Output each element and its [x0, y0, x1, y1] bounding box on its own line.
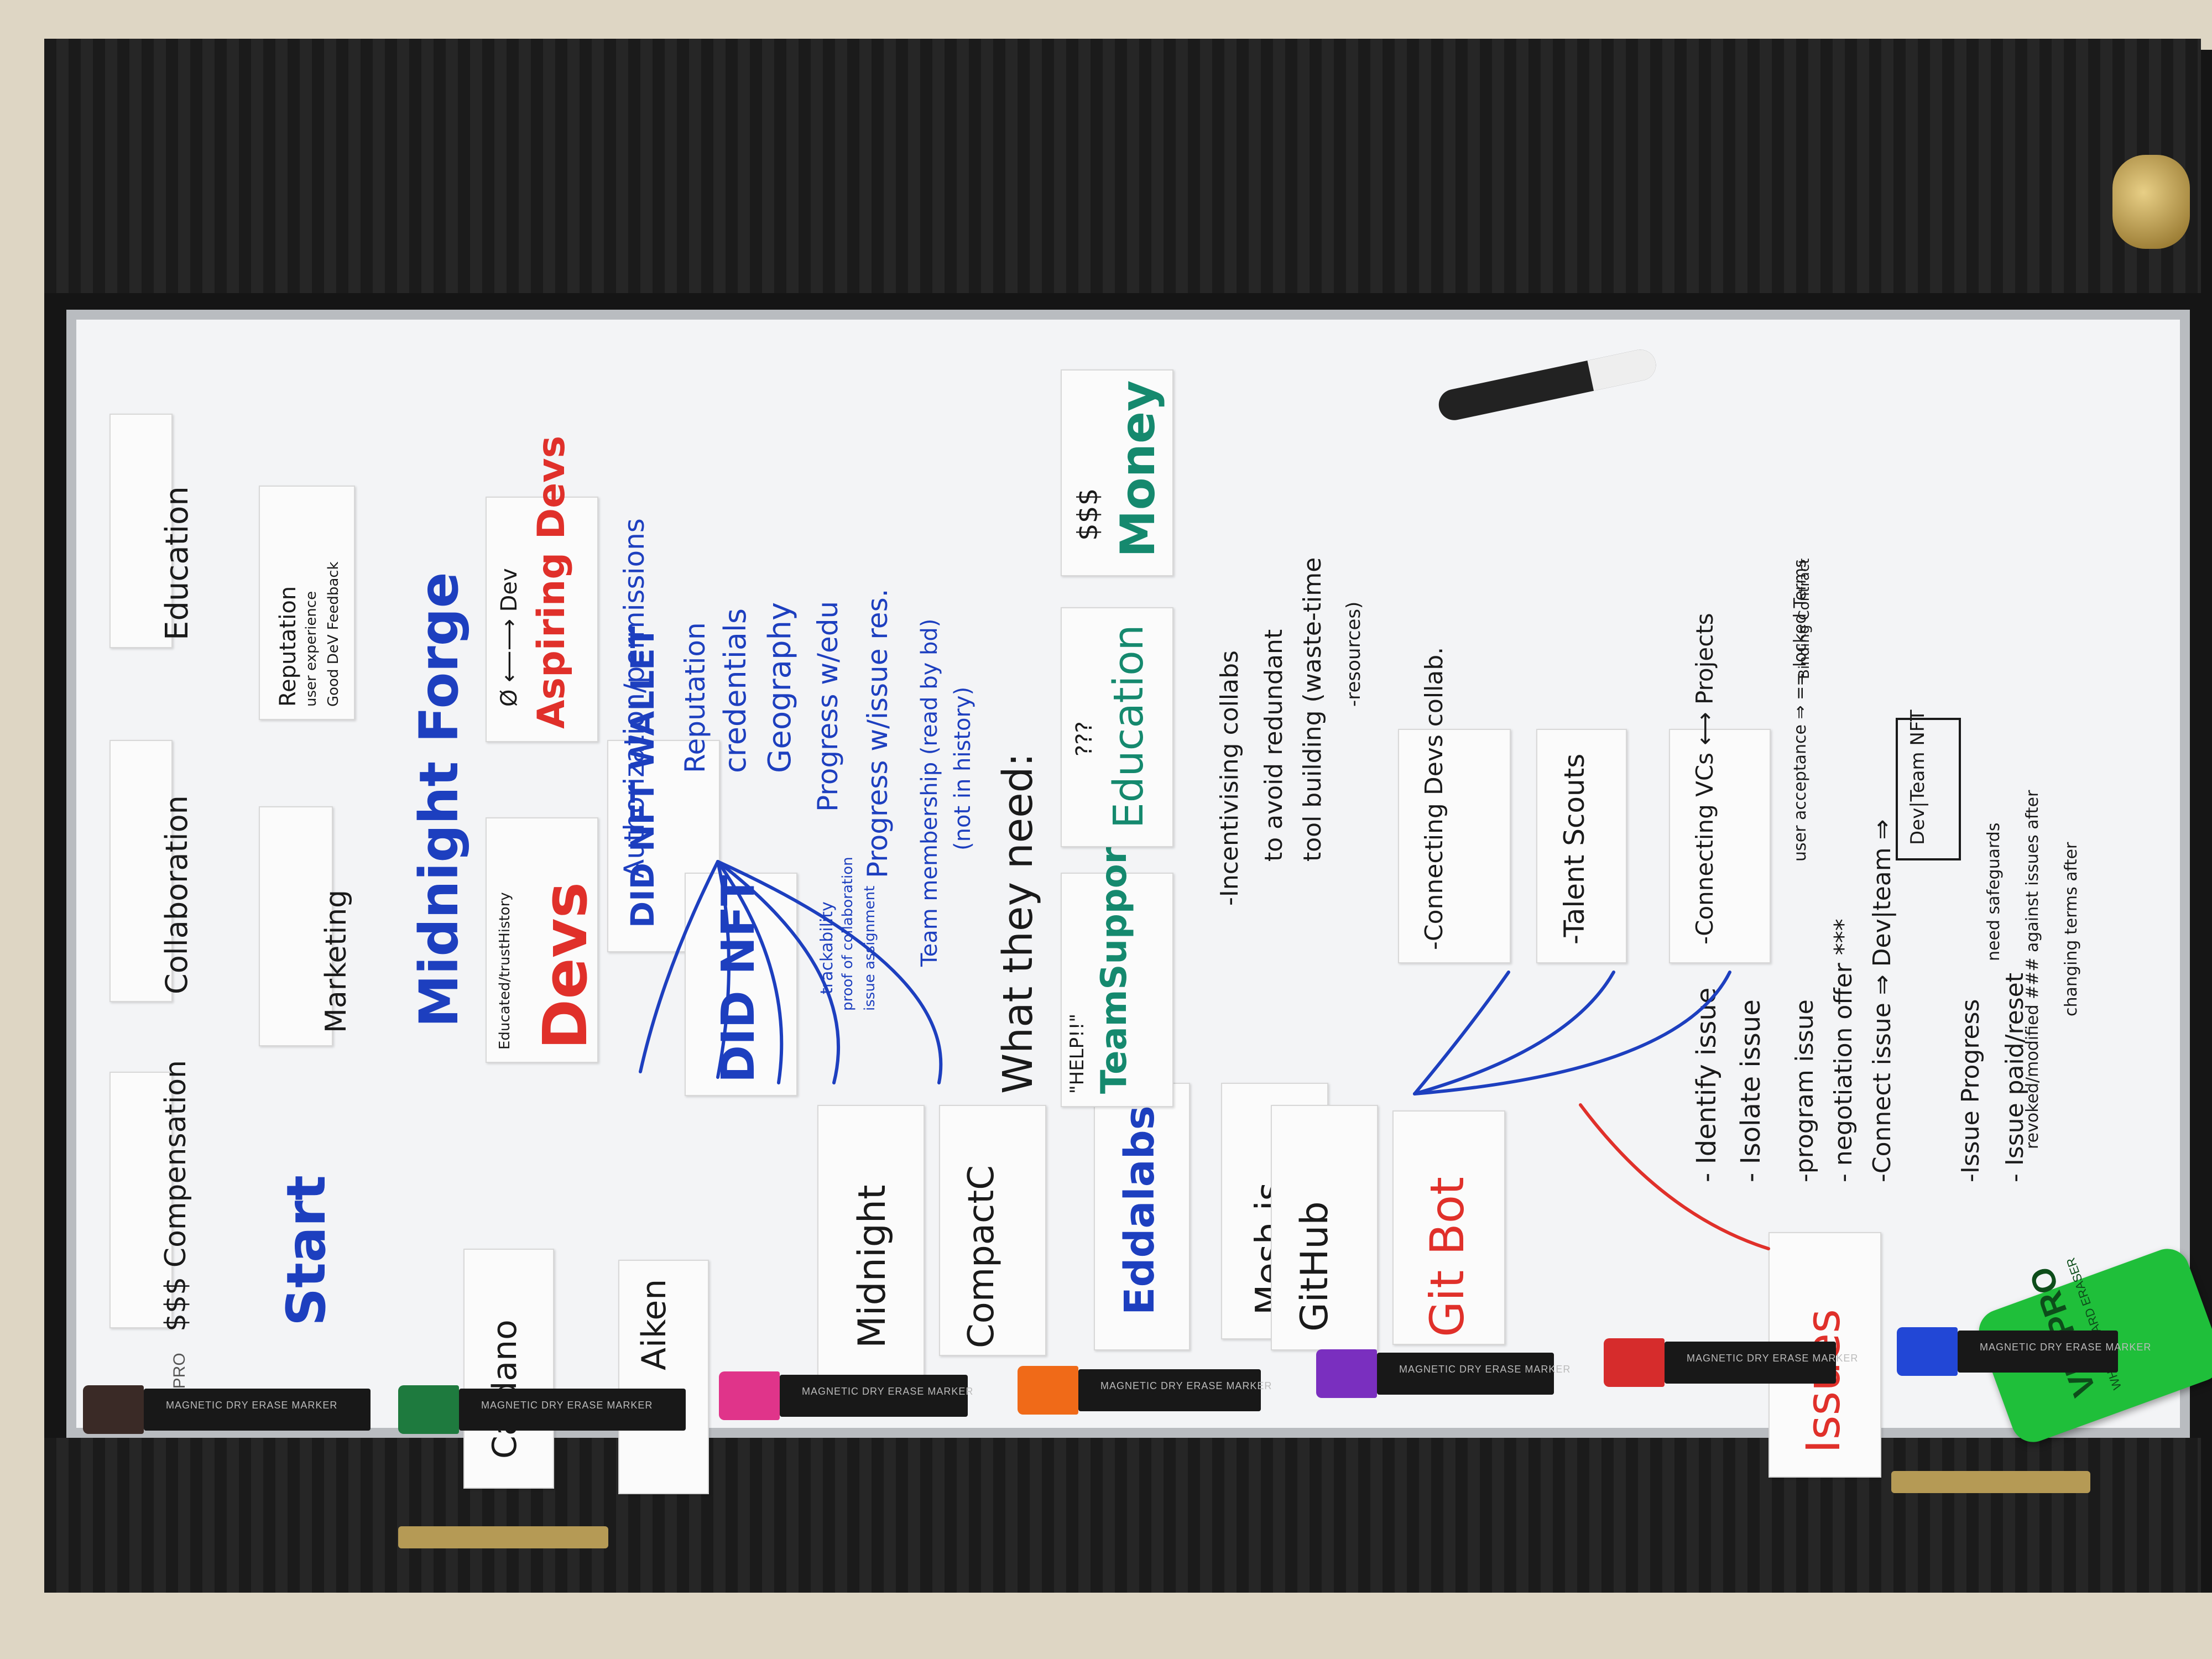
marker-label: MAGNETIC DRY ERASE MARKER	[1980, 1342, 2152, 1353]
marker-green[interactable]: MAGNETIC DRY ERASE MARKER	[398, 1385, 686, 1434]
marker-label: MAGNETIC DRY ERASE MARKER	[1100, 1380, 1272, 1391]
note-aiken	[618, 1260, 709, 1494]
hinge	[398, 1526, 608, 1548]
note-compensation	[109, 1072, 173, 1328]
gitbot-connector	[1413, 971, 1615, 1095]
note-money	[1061, 369, 1173, 576]
note-marketing	[259, 806, 333, 1046]
note-connecting-vcs	[1669, 729, 1771, 963]
note-devs	[486, 817, 598, 1063]
gitbot-connector	[1413, 971, 1510, 1095]
note-education	[109, 414, 173, 648]
door-knob	[2112, 155, 2190, 249]
note-did-nft	[685, 873, 797, 1096]
marker-label: MAGNETIC DRY ERASE MARKER	[481, 1400, 653, 1411]
note-cardano	[463, 1249, 554, 1489]
note-eddalabs	[1094, 1083, 1190, 1350]
did-connector	[716, 860, 784, 1084]
marker-label: MAGNETIC DRY ERASE MARKER	[166, 1400, 338, 1411]
marker-label: MAGNETIC DRY ERASE MARKER	[1399, 1364, 1571, 1375]
marker-blue[interactable]: MAGNETIC DRY ERASE MARKER	[1897, 1327, 2151, 1376]
connector-lines	[639, 860, 1770, 1250]
note-connecting-devs	[1398, 729, 1511, 963]
note-midnight	[817, 1105, 925, 1384]
note-reputation	[259, 486, 355, 720]
note-collaboration	[109, 740, 173, 1002]
did-connector	[716, 860, 731, 1079]
note-aspiring-devs	[486, 497, 598, 742]
marker-label: MAGNETIC DRY ERASE MARKER	[1687, 1353, 1859, 1364]
acoustic-foam-top	[44, 39, 2201, 293]
note-gitbot	[1392, 1110, 1505, 1345]
marker-red[interactable]: MAGNETIC DRY ERASE MARKER	[1604, 1338, 1858, 1387]
marker-pink[interactable]: MAGNETIC DRY ERASE MARKER	[719, 1371, 973, 1420]
gitbot-connector	[1413, 971, 1731, 1095]
marker-purple[interactable]: MAGNETIC DRY ERASE MARKER	[1316, 1349, 1570, 1398]
marker-orange[interactable]: MAGNETIC DRY ERASE MARKER	[1018, 1366, 1271, 1415]
marker-label: MAGNETIC DRY ERASE MARKER	[802, 1386, 974, 1397]
note-team-support	[1061, 873, 1173, 1107]
marker-black[interactable]: MAGNETIC DRY ERASE MARKER	[83, 1385, 371, 1434]
note-github	[1271, 1105, 1378, 1350]
whiteboard: $$$ Compensation Collaboration Education…	[66, 310, 2212, 1494]
did-connector	[639, 860, 719, 1073]
issues-arrow	[1579, 1103, 1770, 1250]
door-frame-left	[0, 0, 44, 1659]
hinge	[1891, 1471, 2090, 1493]
note-talent-scouts	[1536, 729, 1627, 963]
did-connector	[716, 860, 841, 1084]
door-frame-bottom	[0, 1593, 2212, 1659]
did-connector	[716, 860, 943, 1084]
note-education-need	[1061, 607, 1173, 847]
dev-team-nft-box	[1896, 718, 1961, 860]
note-compactc	[939, 1105, 1046, 1356]
